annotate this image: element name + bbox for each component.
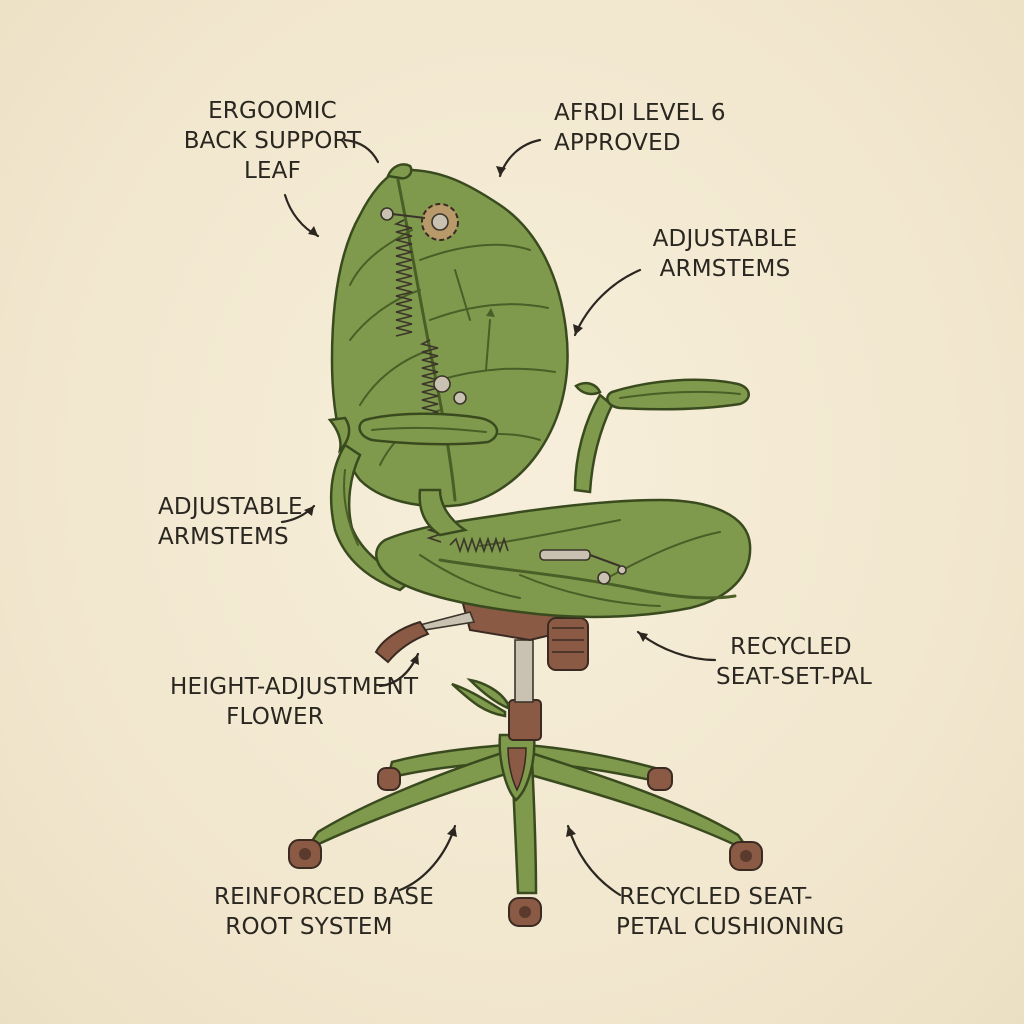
label-seat-petal: RECYCLED SEAT- PETAL CUSHIONING	[616, 884, 845, 940]
caster-wheels	[288, 767, 763, 927]
label-armstems-left: ADJUSTABLE ARMSTEMS	[158, 494, 303, 550]
label-height-flower: HEIGHT-ADJUSTMENT FLOWER	[170, 674, 419, 730]
label-base-root: REINFORCED BASE ROOT SYSTEM	[214, 884, 434, 940]
left-armstem	[327, 412, 499, 592]
label-recycled-seat-pal: RECYCLED SEAT-SET-PAL	[716, 634, 873, 690]
backrest-gear	[380, 203, 459, 241]
annotation-arrows	[280, 138, 717, 897]
backrest-leaf	[330, 163, 569, 508]
gas-cylinder	[451, 639, 542, 741]
seat-leaf	[375, 498, 752, 619]
label-back-support: ERGOOMIC BACK SUPPORT LEAF	[183, 98, 362, 184]
chair-base	[288, 733, 763, 927]
right-armstem	[573, 378, 750, 494]
label-armstems-right: ADJUSTABLE ARMSTEMS	[652, 226, 798, 282]
label-afrdi-approval: AFRDI LEVEL 6 APPROVED	[554, 100, 726, 156]
